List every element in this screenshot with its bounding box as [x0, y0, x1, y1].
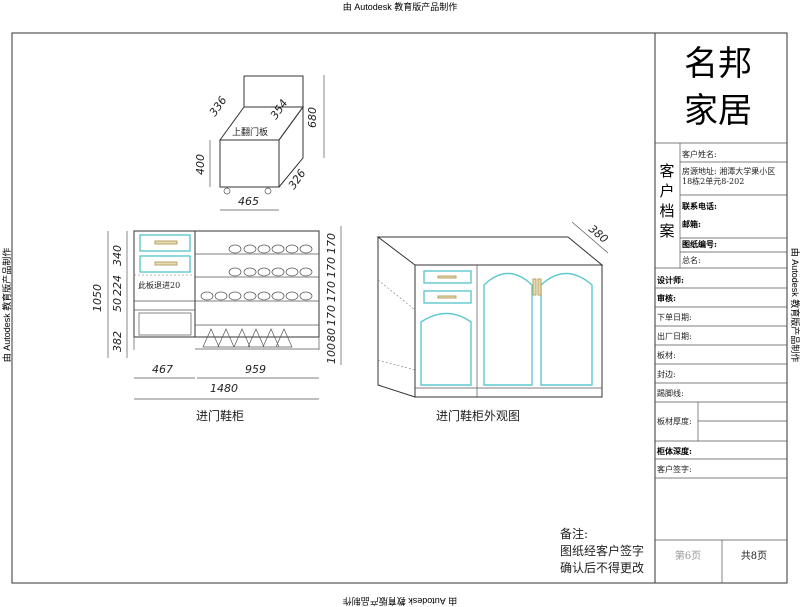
brand-line1: 名邦: [684, 44, 752, 84]
watermark-bottom: 由 Autodesk 教育版产品制作: [343, 596, 458, 607]
edge-banding-label: 封边:: [657, 369, 676, 379]
watermark-right: 由 Autodesk 教育版产品制作: [790, 248, 800, 363]
address-line2: 18栋2单元8-202: [682, 176, 744, 186]
dim-80: 80: [325, 328, 338, 342]
notes: 备注: 图纸经客户签字 确认后不得更改: [560, 526, 644, 575]
dim-680: 680: [306, 107, 319, 128]
dim-336: 336: [207, 94, 230, 119]
dim-382: 382: [111, 331, 124, 352]
ship-date-label: 出厂日期:: [657, 331, 692, 341]
reviewer-label: 审核:: [657, 293, 676, 303]
title-block: 名邦 家居 客 户 档 案 客户姓名: 房源地址: 湘潭大学果小区 18栋2单元…: [655, 44, 787, 583]
watermark-left: 由 Autodesk 教育版产品制作: [1, 248, 12, 363]
notes-line1: 图纸经客户签字: [560, 543, 644, 558]
flip-door-label: 上翻门板: [232, 126, 268, 138]
brand-line2: 家居: [684, 91, 752, 131]
dim-380: 380: [586, 222, 610, 245]
notes-label: 备注:: [560, 526, 588, 541]
drawing-no-label: 图纸编号:: [682, 239, 717, 249]
shoes: [200, 244, 313, 348]
phone-label: 联系电话:: [682, 201, 717, 211]
order-date-label: 下单日期:: [657, 312, 692, 322]
baseboard-label: 踢脚线:: [657, 388, 684, 398]
dim-100: 100: [325, 343, 338, 364]
dim-467: 467: [152, 363, 173, 376]
email-label: 邮箱:: [682, 219, 701, 229]
address-line1: 房源地址: 湘潭大学果小区: [682, 166, 775, 176]
customer-name-label: 客户姓名:: [682, 149, 717, 159]
customer-section-char-1: 客: [659, 162, 674, 180]
dim-170-1: 170: [325, 233, 338, 254]
dim-224: 224: [111, 275, 124, 296]
total-label: 总名:: [682, 255, 701, 265]
iso-view: 上翻门板 336 354 680 400 326 465: [194, 75, 325, 211]
customer-section-char-3: 档: [659, 202, 674, 220]
customer-section-char-4: 案: [659, 222, 674, 240]
drawing-border: [11, 32, 788, 584]
dim-465: 465: [238, 195, 259, 208]
dim-170-4: 170: [325, 305, 338, 326]
front-view: 此板退进20 1050 340 224 50 382 170 170 170 1…: [91, 226, 342, 423]
watermark-top: 由 Autodesk 教育版产品制作: [343, 1, 458, 12]
recess-note: 此板退进20: [138, 280, 180, 290]
board-thickness-label: 板材厚度:: [657, 416, 692, 426]
designer-label: 设计师:: [657, 275, 684, 285]
board-label: 板材:: [657, 350, 676, 360]
front-view-title: 进门鞋柜: [196, 408, 244, 423]
exterior-view: 380 进门鞋柜外观图: [376, 221, 611, 423]
dim-1050: 1050: [91, 284, 104, 312]
dim-1480: 1480: [210, 382, 238, 395]
dim-400: 400: [194, 154, 207, 175]
dim-354: 354: [268, 97, 291, 122]
dim-326: 326: [286, 167, 309, 192]
dim-50: 50: [111, 298, 124, 312]
dim-170-3: 170: [325, 281, 338, 302]
customer-section-char-2: 户: [659, 182, 674, 200]
page-total: 共8页: [741, 550, 767, 562]
exterior-view-title: 进门鞋柜外观图: [436, 408, 520, 423]
dim-170-2: 170: [325, 257, 338, 278]
notes-line2: 确认后不得更改: [560, 560, 644, 575]
dim-959: 959: [245, 363, 266, 376]
customer-signature-label: 客户签字:: [657, 464, 692, 474]
dim-340: 340: [111, 245, 124, 266]
cabinet-depth-label: 柜体深度:: [656, 446, 692, 456]
page-current: 第6页: [675, 549, 701, 562]
